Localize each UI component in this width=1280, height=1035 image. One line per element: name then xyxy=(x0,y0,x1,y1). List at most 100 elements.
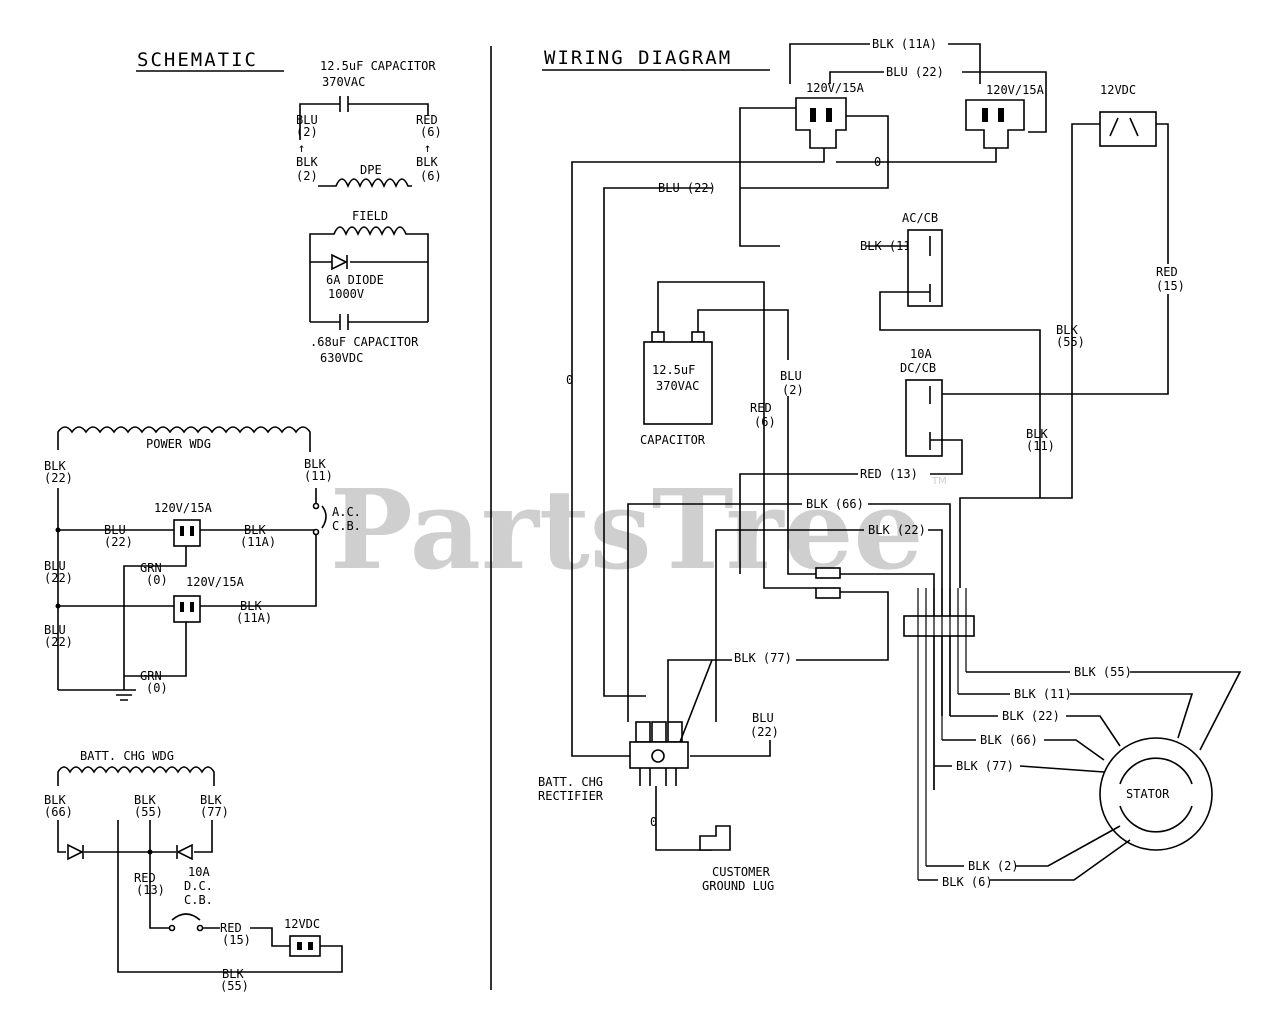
pw-blk22-a: BLK xyxy=(44,459,66,473)
cap1-wire xyxy=(299,103,429,140)
wd-blu22-low-b: (22) xyxy=(750,725,779,739)
outlet-slot xyxy=(998,108,1004,122)
wire-blk22-left xyxy=(715,529,864,722)
bw-red15-b: (15) xyxy=(222,933,251,947)
wd-blk55r-a: BLK xyxy=(1056,323,1078,337)
sch-blk2-a: BLK xyxy=(296,155,318,169)
sch-outlet-top xyxy=(173,519,201,547)
wd-cap-label: CAPACITOR xyxy=(640,433,706,447)
stator-inner xyxy=(1119,757,1193,833)
bw-blk66-a: BLK xyxy=(44,793,66,807)
sch-red6-a: RED xyxy=(416,113,438,127)
sch-grn2-a: GRN xyxy=(140,669,162,683)
sch-outlet-bot-label: 120V/15A xyxy=(186,575,245,589)
grn-wire-top xyxy=(123,546,187,690)
sch-blk11a-b: (11A) xyxy=(240,535,276,549)
outlet-slot xyxy=(308,942,313,950)
harness-connector xyxy=(903,615,975,637)
wire-blu22-top xyxy=(829,71,1047,133)
wire-st-blk22 xyxy=(950,715,1121,747)
wd-dccb-b: DC/CB xyxy=(900,361,936,375)
pw-blk11-b: (11) xyxy=(304,469,333,483)
sch-blk11a-a: BLK xyxy=(244,523,266,537)
power-winding xyxy=(57,426,311,452)
bw-blk66-b: (66) xyxy=(44,805,73,819)
wd-st-blk22: BLK (22) xyxy=(1002,709,1060,723)
dccb-b: D.C. xyxy=(184,879,213,893)
wire-outlet1-right xyxy=(740,115,889,189)
wd-blk66: BLK (66) xyxy=(806,497,864,511)
dccb-arc xyxy=(171,913,201,921)
rectifier-terminal xyxy=(635,721,651,743)
outlet-slot xyxy=(297,942,302,950)
cap-terminal xyxy=(651,331,665,343)
batt-winding xyxy=(57,766,215,786)
wire-blu2 xyxy=(787,396,816,575)
field-coil xyxy=(309,226,429,322)
wire-red15-top xyxy=(1156,123,1169,264)
wd-blu22-mid: BLU (22) xyxy=(658,181,716,195)
cap1-label: 12.5uF CAPACITOR xyxy=(320,59,436,73)
wd-outlet1-label: 120V/15A xyxy=(806,81,865,95)
wd-red15-b: (15) xyxy=(1156,279,1185,293)
sch-12vdc-label: 12VDC xyxy=(284,917,320,931)
wiring-title: WIRING DIAGRAM xyxy=(544,47,732,69)
wire-rect-diag xyxy=(679,659,713,743)
wd-st-blk77: BLK (77) xyxy=(956,759,1014,773)
rectifier-terminal xyxy=(667,721,683,743)
bw-blk77-b: (77) xyxy=(200,805,229,819)
outlet-slot xyxy=(810,108,816,122)
acb-label-b: C.B. xyxy=(332,519,361,533)
wd-red6-b: (6) xyxy=(754,415,776,429)
sch-blk11a2-a: BLK xyxy=(240,599,262,613)
wd-blu2-b: (2) xyxy=(782,383,804,397)
wd-stator-label: STATOR xyxy=(1126,787,1170,801)
wire-cap-left xyxy=(657,281,816,589)
wd-lug-a: CUSTOMER xyxy=(712,865,771,879)
wire-ground xyxy=(655,786,712,851)
outlet-slot xyxy=(190,526,194,536)
wd-red15-a: RED xyxy=(1156,265,1178,279)
wire-dccb-red13 xyxy=(930,439,963,475)
acb-contact xyxy=(312,528,320,536)
sch-grn2-b: (0) xyxy=(146,681,168,695)
wd-outlet2-label: 120V/15A xyxy=(986,83,1045,97)
wire-0-top xyxy=(836,148,997,163)
wd-st-blk2: BLK (2) xyxy=(968,859,1019,873)
pw-blk22-b: (22) xyxy=(44,471,73,485)
bw-wires xyxy=(57,820,343,973)
wd-outlet1 xyxy=(795,97,847,149)
wd-blu22-low-a: BLU xyxy=(752,711,774,725)
dpe-label: DPE xyxy=(360,163,382,177)
sch-12vdc-outlet xyxy=(289,935,321,957)
bw-blk55-a: BLK xyxy=(134,793,156,807)
wire-st-blk2 xyxy=(926,825,1121,867)
wire-st-blk77 xyxy=(934,765,1105,773)
sch-outlet-bottom xyxy=(173,595,201,623)
diode-right xyxy=(176,843,193,861)
wd-dccb-a: 10A xyxy=(910,347,932,361)
sch-blu22lo-b: (22) xyxy=(44,635,73,649)
dccb-a: 10A xyxy=(188,865,210,879)
bw-red13-b: (13) xyxy=(136,883,165,897)
connector-arrow-right: ↑ xyxy=(424,141,431,155)
wire-cap-right xyxy=(697,309,789,360)
wd-12vdc-outlet xyxy=(1099,111,1157,147)
inline-fuse xyxy=(815,587,841,599)
acb-label-a: A.C. xyxy=(332,505,361,519)
bw-red13-a: RED xyxy=(134,871,156,885)
wiring-section: WIRING DIAGRAM BLK (11A) BLU (22) 120V/1… xyxy=(538,37,1242,893)
sch-red6-b: (6) xyxy=(420,125,442,139)
sch-blk2-b: (2) xyxy=(296,169,318,183)
bw-blk55b-a: BLK xyxy=(222,967,244,981)
wd-st-blk11: BLK (11) xyxy=(1014,687,1072,701)
bw-red15-a: RED xyxy=(220,921,242,935)
wd-lug-b: GROUND LUG xyxy=(702,879,774,893)
wd-zero-b: 0 xyxy=(566,373,573,387)
wd-blu22-top: BLU (22) xyxy=(886,65,944,79)
wd-outlet2 xyxy=(965,99,1025,149)
dccb-c: C.B. xyxy=(184,893,213,907)
wire-blk11a-top xyxy=(789,43,981,84)
outlet-slot xyxy=(190,602,194,612)
